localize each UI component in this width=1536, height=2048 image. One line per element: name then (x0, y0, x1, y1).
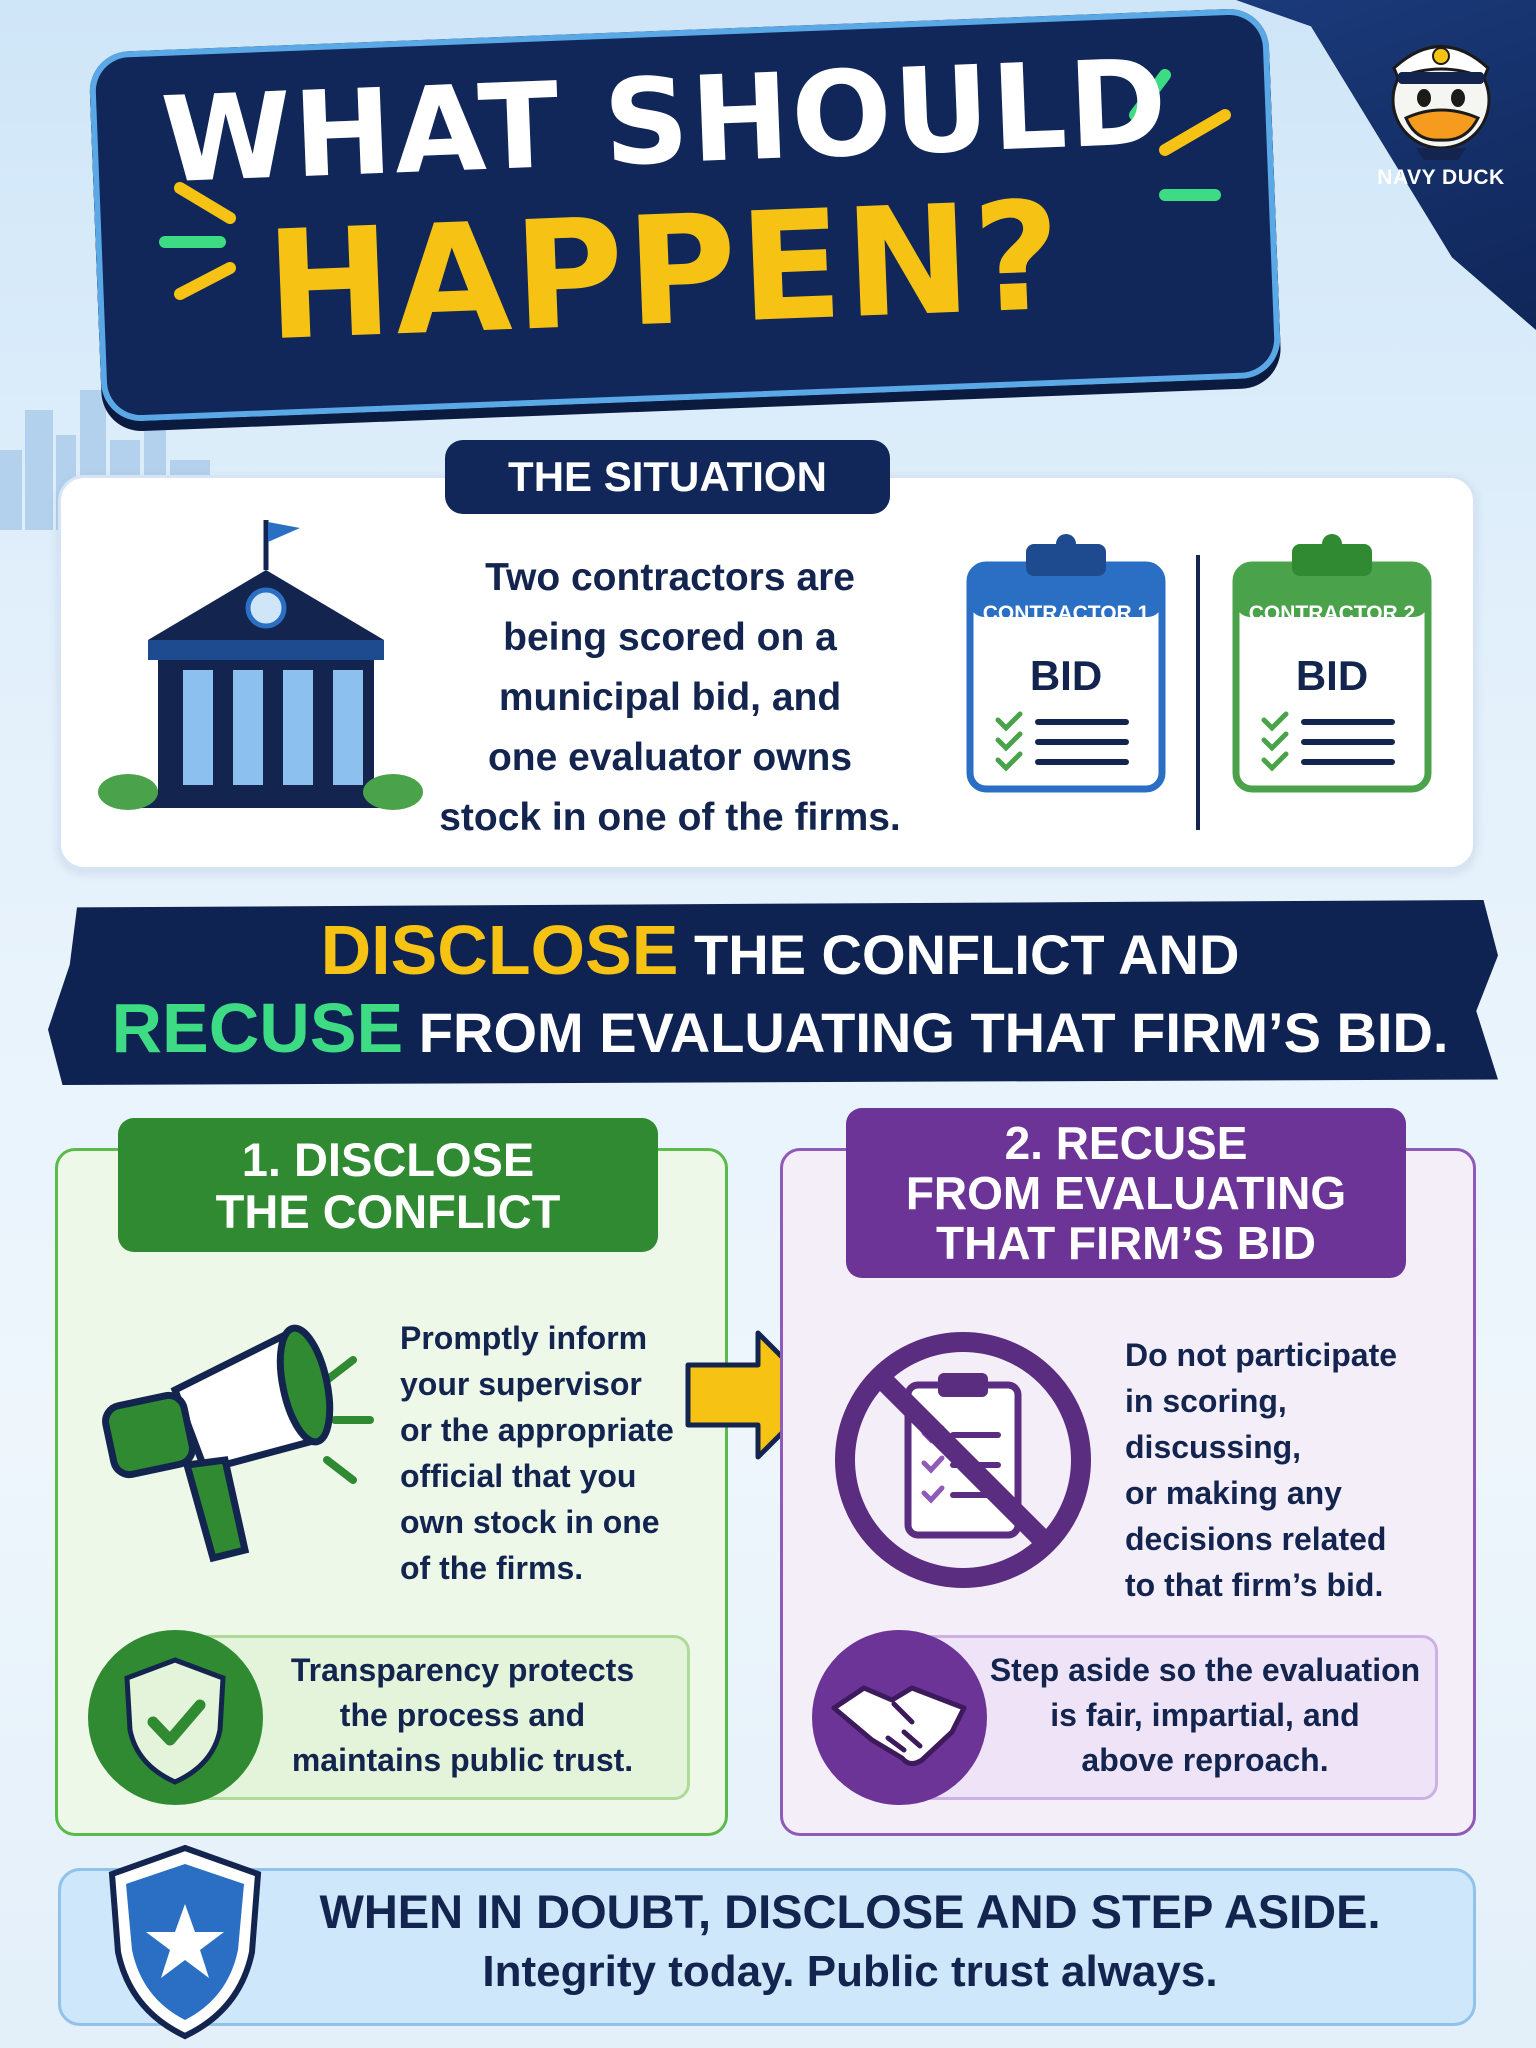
step-1-note: Transparency protects the process and ma… (250, 1648, 675, 1783)
step-2-title-line: FROM EVALUATING (905, 1167, 1347, 1219)
star-shield-icon (108, 1844, 262, 2040)
step-1-line: of the firms. (400, 1550, 584, 1586)
footer-banner (58, 1868, 1476, 2026)
duck-mascot-icon (1391, 45, 1491, 160)
government-building-icon (98, 520, 423, 810)
clipboard-icon (1232, 534, 1432, 793)
shield-check-circle (88, 1630, 263, 1805)
contractor-1-bid-title: BID (1029, 652, 1103, 699)
step-1-line: official that you (400, 1458, 637, 1494)
step-2-note-line: is fair, impartial, and (1050, 1697, 1360, 1733)
burst-left-decoration (159, 182, 236, 300)
step-2-line: in scoring, discussing, (1125, 1383, 1302, 1465)
footer-headline: WHEN IN DOUBT, DISCLOSE AND STEP ASIDE. (319, 1885, 1381, 1938)
navy-duck-logo: NAVY DUCK (1366, 20, 1516, 200)
step-1-title-line: 1. DISCLOSE (241, 1133, 535, 1186)
situation-line: Two contractors are (485, 556, 855, 599)
contractor-1-clipboard: CONTRACTOR 1 BID (966, 530, 1166, 795)
situation-header: THE SITUATION (445, 440, 890, 514)
step-2-description: Do not participate in scoring, discussin… (1125, 1332, 1465, 1608)
situation-line: municipal bid, and (498, 676, 842, 719)
step-1-note-line: the process and (339, 1697, 586, 1733)
statement-banner (48, 900, 1498, 1085)
handshake-icon (831, 1685, 967, 1766)
contractor-2-clipboard: CONTRACTOR 2 BID (1232, 530, 1432, 795)
shield-check-icon (124, 1657, 226, 1785)
situation-line: being scored on a (503, 616, 837, 659)
step-2-line: to that firm’s bid. (1125, 1567, 1384, 1603)
step-1-title: 1. DISCLOSE THE CONFLICT (118, 1118, 658, 1252)
no-clipboard-icon (835, 1332, 1091, 1588)
step-2-title: 2. RECUSE FROM EVALUATING THAT FIRM’S BI… (846, 1108, 1406, 1278)
step-2-title-line: THAT FIRM’S BID (936, 1217, 1316, 1269)
step-1-note-line: maintains public trust. (291, 1742, 634, 1778)
badge-label: NAVY DUCK (1377, 166, 1505, 189)
megaphone-icon (102, 1324, 374, 1563)
step-2-note: Step aside so the evaluation is fair, im… (975, 1648, 1435, 1783)
statement-line-2-rest: FROM EVALUATING THAT FIRM’S BID. (403, 1001, 1449, 1064)
step-2-note-line: Step aside so the evaluation (989, 1652, 1421, 1688)
step-1-description: Promptly inform your supervisor or the a… (400, 1315, 700, 1591)
burst-right-decoration (1129, 69, 1231, 201)
statement-line-2: RECUSE FROM EVALUATING THAT FIRM’S BID. (60, 990, 1500, 1071)
step-1-title-line: THE CONFLICT (215, 1185, 561, 1238)
clipboard-divider (1196, 555, 1200, 830)
disclose-highlight: DISCLOSE (320, 911, 679, 989)
step-2-line: or making any (1125, 1475, 1342, 1511)
step-2-line: Do not participate (1125, 1337, 1398, 1373)
step-1-line: Promptly inform (400, 1320, 648, 1356)
contractor-2-label: CONTRACTOR 2 (1248, 602, 1416, 625)
situation-text: Two contractors are being scored on a mu… (430, 548, 910, 848)
clipboard-icon (966, 534, 1166, 793)
footer-tagline: Integrity today. Public trust always. (482, 1947, 1218, 1996)
contractor-2-bid-title: BID (1295, 652, 1369, 699)
contractor-1-label: CONTRACTOR 1 (982, 602, 1150, 625)
step-1-line: your supervisor (400, 1366, 642, 1402)
step-1-note-line: Transparency protects (290, 1652, 635, 1688)
step-2-line: decisions related (1125, 1521, 1387, 1557)
recuse-highlight: RECUSE (111, 989, 404, 1067)
statement-line-1: DISCLOSE THE CONFLICT AND (60, 912, 1500, 993)
handshake-circle (812, 1630, 987, 1805)
step-2-note-line: above reproach. (1081, 1742, 1329, 1778)
situation-line: stock in one of the firms. (439, 796, 901, 839)
step-1-line: or the appropriate (400, 1412, 674, 1448)
step-2-title-line: 2. RECUSE (1004, 1117, 1248, 1169)
situation-line: one evaluator owns (487, 736, 853, 779)
statement-line-1-rest: THE CONFLICT AND (678, 923, 1240, 986)
step-1-line: own stock in one (400, 1504, 660, 1540)
